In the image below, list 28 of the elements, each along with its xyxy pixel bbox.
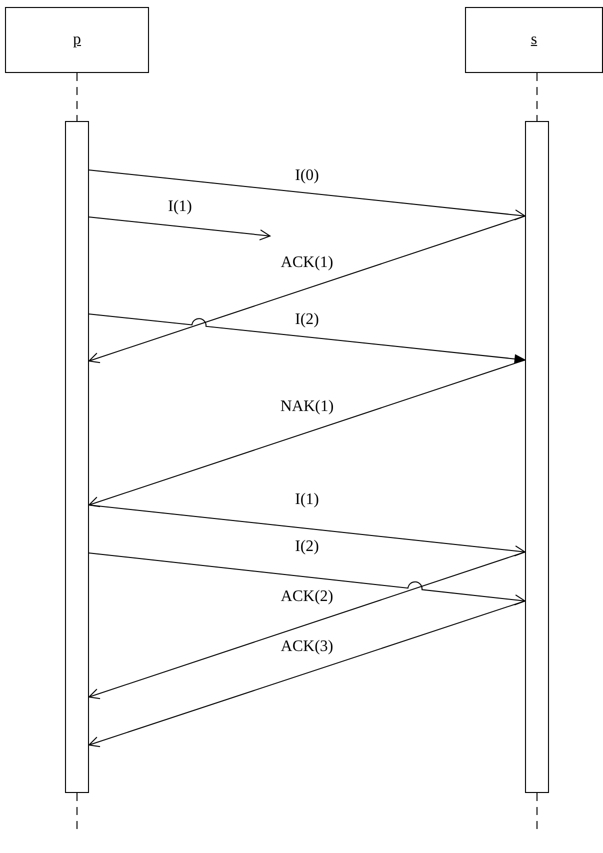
edge-label: NAK(1) (278, 398, 336, 416)
lifeline (76, 792, 78, 830)
message-arrow (88, 504, 526, 556)
lifeline (536, 72, 538, 122)
lifeline (76, 72, 78, 122)
lifeline-head-box (5, 7, 149, 73)
edge-label: I(0) (293, 167, 321, 185)
edge-label: ACK(3) (278, 638, 336, 656)
edge-label: ACK(2) (278, 588, 336, 606)
lifeline-head-box (465, 7, 603, 73)
edge-label: I(2) (293, 538, 321, 556)
edge-label: I(1) (166, 198, 194, 216)
message-arrow (88, 600, 526, 748)
edge-label: I(1) (293, 491, 321, 509)
activation-bar (525, 121, 549, 793)
lifeline (536, 792, 538, 830)
message-arrow (88, 360, 526, 508)
message-arrow (88, 314, 526, 364)
message-arrow (88, 552, 526, 606)
activation-bar (65, 121, 89, 793)
message-arrow (88, 216, 526, 364)
edge-label: ACK(1) (278, 254, 336, 272)
lifeline-name: p (73, 31, 81, 49)
message-arrow (88, 552, 526, 700)
message-arrow (88, 170, 526, 220)
edge-label: I(2) (293, 311, 321, 329)
lifeline-name: s (530, 31, 538, 49)
message-arrow (88, 216, 270, 240)
